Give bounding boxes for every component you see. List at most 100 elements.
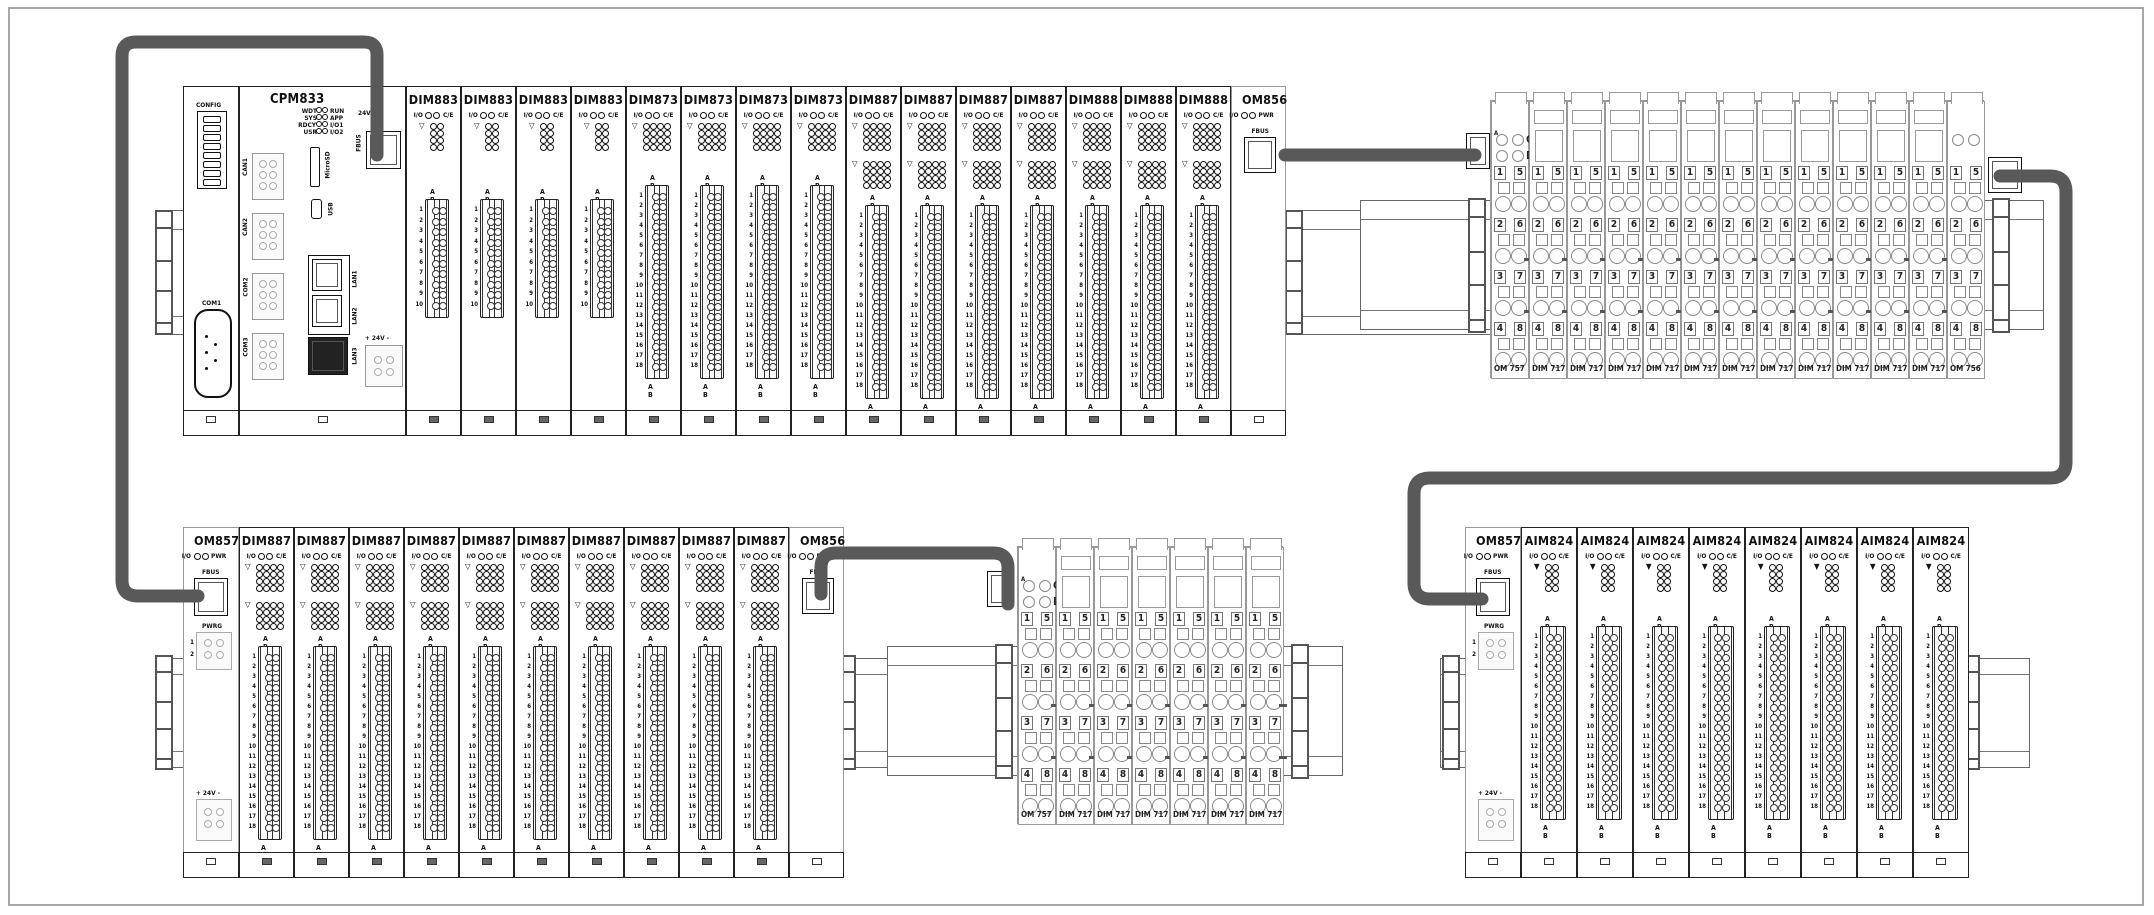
terminal-number: 16 <box>743 803 751 810</box>
terminal-hole-icon <box>1882 704 1890 712</box>
terminal-number: 13 <box>690 312 698 319</box>
status-led-icon <box>547 130 554 137</box>
release-button-icon <box>1779 182 1791 194</box>
terminal-hole-icon <box>1666 684 1674 692</box>
led-icon <box>1596 552 1604 560</box>
status-led-icon <box>705 130 712 137</box>
terminal-hole-icon <box>1938 704 1946 712</box>
connector-rail <box>712 647 720 839</box>
terminal-connector <box>975 205 999 399</box>
status-led-icon <box>256 564 263 571</box>
status-led-icon <box>932 161 939 168</box>
spring-clamp-icon <box>1212 694 1228 710</box>
terminal-hole-icon <box>714 243 722 251</box>
slice-io-block-1-endcap-right-seg <box>1994 216 2008 219</box>
terminal-number: 5 <box>1079 612 1091 626</box>
status-led-icon <box>263 623 270 630</box>
spring-clamp-icon <box>1853 248 1869 264</box>
led-label: C/E <box>440 111 454 119</box>
terminal-hole-icon <box>602 704 610 712</box>
terminal-number: 16 <box>358 803 366 810</box>
terminal-hole-icon <box>824 303 832 311</box>
release-button-icon <box>1513 234 1525 246</box>
terminal-number: 3 <box>417 673 421 680</box>
status-led-icon <box>1193 182 1200 189</box>
module-base-latch <box>1689 852 1745 878</box>
status-led-icon <box>1214 130 1221 137</box>
slice-top-tab <box>1647 92 1679 104</box>
terminal-hole-icon <box>1498 808 1506 816</box>
led-icon <box>478 552 486 560</box>
status-led-icon <box>994 130 1001 137</box>
release-button-icon <box>1840 182 1852 194</box>
terminal-hole-icon <box>1722 804 1730 812</box>
release-button-icon <box>1253 680 1265 692</box>
latch-icon <box>483 416 494 423</box>
terminal-number: 7 <box>1590 693 1594 700</box>
terminal-number: 16 <box>1810 783 1818 790</box>
release-button-icon <box>1802 182 1814 194</box>
terminal-hole-icon <box>1154 263 1162 271</box>
terminal-number: 18 <box>855 382 863 389</box>
terminal-hole-icon <box>659 213 667 221</box>
status-led-icon <box>705 144 712 151</box>
module-model-label: OM856 <box>800 533 846 548</box>
status-led-icon <box>1145 182 1152 189</box>
module-model-label: DIM883 <box>573 92 624 107</box>
terminal-number: 8 <box>637 723 641 730</box>
release-button-icon <box>1177 628 1189 640</box>
status-led-icon <box>751 623 758 630</box>
status-led-icon <box>980 175 987 182</box>
terminal-number: 13 <box>635 312 643 319</box>
terminal-hole-icon <box>1890 774 1898 782</box>
terminal-hole-icon <box>1938 664 1946 672</box>
connector-rail <box>1197 206 1205 398</box>
power-led-label: 24V <box>358 109 371 117</box>
module-base-latch <box>901 410 956 436</box>
status-led-icon <box>765 623 772 630</box>
terminal-number: 7 <box>307 713 311 720</box>
din-rail-1-endcap <box>155 210 173 335</box>
terminal-hole-icon <box>1658 664 1666 672</box>
terminal-hole-icon <box>767 654 775 662</box>
terminal-hole-icon <box>1722 734 1730 742</box>
status-led-icon <box>1193 168 1200 175</box>
spring-clamp-icon <box>1663 300 1679 316</box>
status-led-icon <box>973 130 980 137</box>
status-led-icon <box>270 623 277 630</box>
channel-marker-icon: ▽ <box>687 121 693 130</box>
terminal-connector <box>1764 626 1790 820</box>
spring-clamp-icon <box>1799 300 1815 316</box>
terminal-hole-icon <box>1778 804 1786 812</box>
led-row: I/O C/E <box>1802 552 1856 560</box>
status-led-icon <box>918 137 925 144</box>
dip-switch-icon <box>203 143 221 150</box>
release-button-icon <box>1078 784 1090 796</box>
terminal-number: 6 <box>1894 218 1906 232</box>
module-model-label: OM856 <box>1242 92 1288 107</box>
led-label: I/O <box>787 552 799 560</box>
terminal-number: 11 <box>1810 733 1818 740</box>
din-rail-1-endcap-right <box>1285 210 1303 335</box>
status-led-icon <box>925 175 932 182</box>
connector-rail <box>1892 627 1900 819</box>
status-led-icon <box>490 602 497 609</box>
terminal-hole-icon <box>1714 644 1722 652</box>
status-led-icon <box>1090 182 1097 189</box>
terminal-hole-icon <box>272 764 280 772</box>
terminal-hole-icon <box>879 233 887 241</box>
terminal-hole-icon <box>1602 674 1610 682</box>
status-led-icon <box>593 571 600 578</box>
terminal-number: 6 <box>1818 218 1830 232</box>
status-led-icon <box>662 578 669 585</box>
terminal-hole-icon <box>769 243 777 251</box>
module-model-label: AIM824 <box>1580 533 1630 548</box>
terminal-hole-icon <box>1486 651 1494 659</box>
terminal-number: 10 <box>910 302 918 309</box>
terminal-number: 6 <box>419 258 423 266</box>
terminal-number: 7 <box>1970 270 1982 284</box>
led-label: I/O <box>523 111 535 119</box>
